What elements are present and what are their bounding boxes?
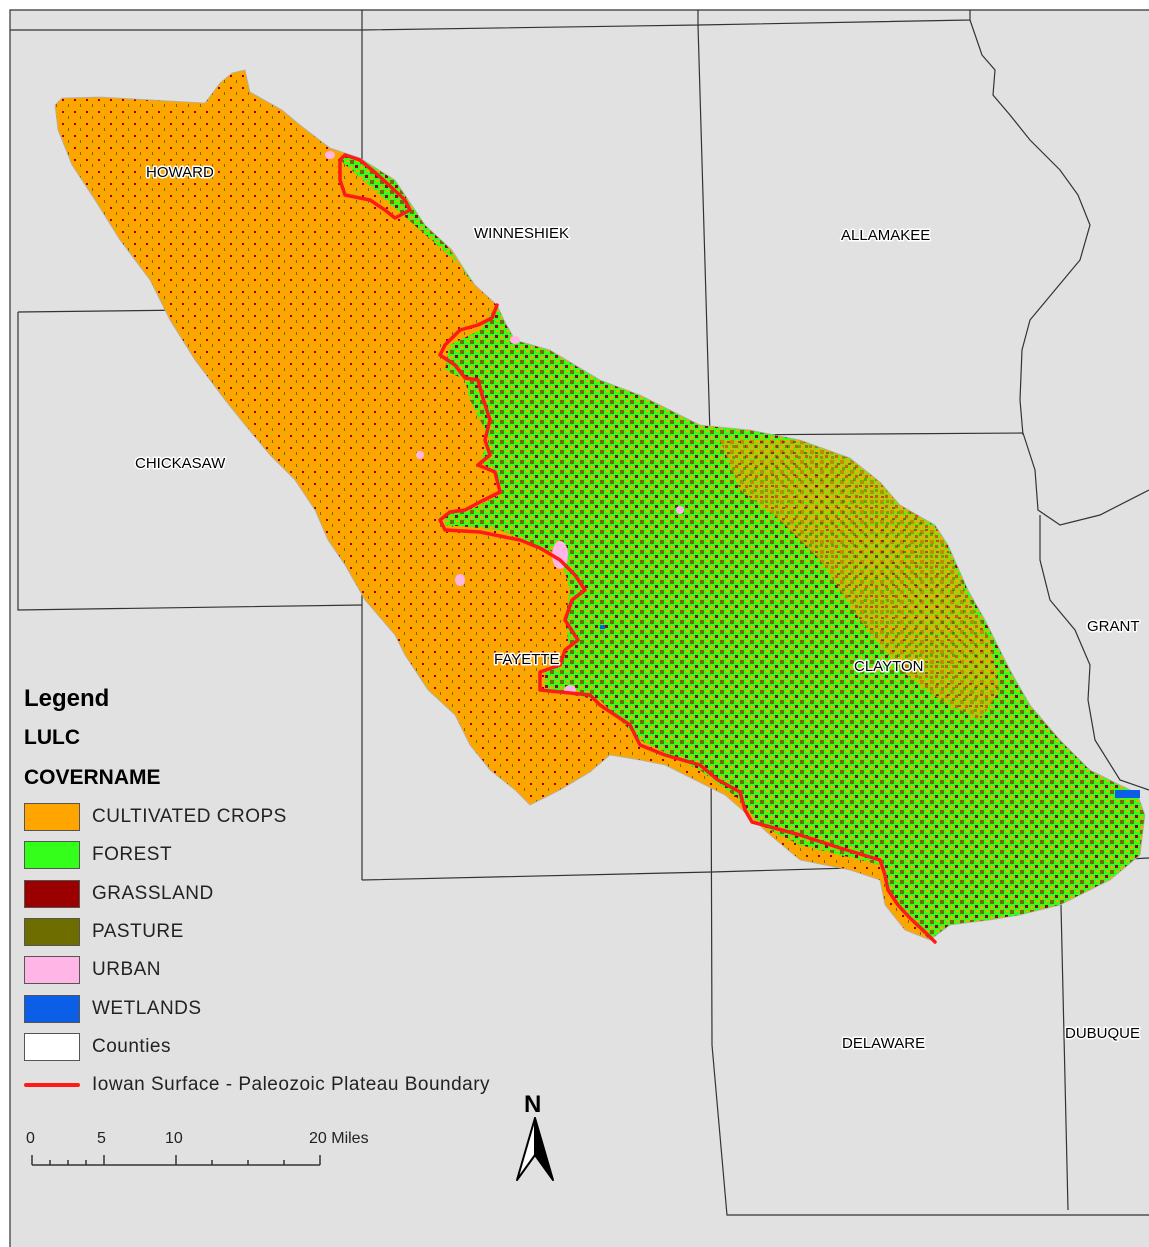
legend-label: FOREST bbox=[92, 844, 173, 866]
scale-bar: 0 5 10 20 Miles bbox=[26, 1130, 369, 1166]
legend-label: PASTURE bbox=[92, 921, 184, 943]
county-label-howard: HOWARD bbox=[146, 164, 214, 181]
legend-classes: CULTIVATED CROPS FOREST GRASSLAND PASTUR… bbox=[24, 798, 524, 1104]
county-label-delaware: DELAWARE bbox=[842, 1035, 925, 1052]
legend-swatch-cultivated-crops bbox=[24, 803, 80, 832]
plateau-boundary-line bbox=[338, 153, 937, 944]
legend-swatch-urban bbox=[24, 956, 80, 985]
legend-item: URBAN bbox=[24, 951, 524, 989]
legend-label: GRASSLAND bbox=[92, 882, 214, 904]
scale-label-5: 5 bbox=[97, 1130, 106, 1147]
legend-swatch-wetlands bbox=[24, 994, 80, 1023]
north-arrow-icon: N bbox=[516, 1091, 554, 1181]
scale-label-10: 10 bbox=[165, 1130, 183, 1147]
scale-label-0: 0 bbox=[26, 1130, 35, 1147]
legend-label: CULTIVATED CROPS bbox=[92, 806, 287, 828]
legend-swatch-forest bbox=[24, 841, 80, 870]
county-label-clayton: CLAYTON bbox=[854, 658, 923, 675]
legend-swatch-boundary-line bbox=[24, 1083, 80, 1088]
county-label-chickasaw: CHICKASAW bbox=[135, 455, 226, 472]
legend-layer-name: LULC bbox=[24, 726, 80, 749]
north-arrow-label: N bbox=[524, 1091, 541, 1118]
scale-label-20-miles: 20 Miles bbox=[309, 1130, 369, 1147]
legend-item: Iowan Surface - Paleozoic Plateau Bounda… bbox=[24, 1066, 524, 1104]
legend-item: WETLANDS bbox=[24, 989, 524, 1027]
legend-title: Legend bbox=[24, 685, 110, 712]
county-label-fayette: FAYETTE bbox=[494, 651, 560, 668]
legend-swatch-grassland bbox=[24, 879, 80, 908]
county-label-winneshiek: WINNESHIEK bbox=[474, 225, 569, 242]
legend-label: WETLANDS bbox=[92, 997, 202, 1019]
legend-item: PASTURE bbox=[24, 913, 524, 951]
legend-swatch-pasture bbox=[24, 918, 80, 947]
county-label-allamakee: ALLAMAKEE bbox=[841, 227, 930, 244]
legend-label: URBAN bbox=[92, 959, 162, 981]
legend-item: FOREST bbox=[24, 836, 524, 874]
legend: Legend LULC COVERNAME CULTIVATED CROPS F… bbox=[24, 680, 524, 1104]
county-label-dubuque: DUBUQUE bbox=[1065, 1025, 1140, 1042]
county-label-grant: GRANT bbox=[1087, 618, 1140, 635]
legend-item: CULTIVATED CROPS bbox=[24, 798, 524, 836]
legend-item: GRASSLAND bbox=[24, 875, 524, 913]
legend-item: Counties bbox=[24, 1028, 524, 1066]
legend-label: Counties bbox=[92, 1035, 171, 1057]
legend-field-name: COVERNAME bbox=[24, 766, 161, 789]
legend-label: Iowan Surface - Paleozoic Plateau Bounda… bbox=[92, 1074, 491, 1096]
legend-swatch-counties bbox=[24, 1032, 80, 1061]
